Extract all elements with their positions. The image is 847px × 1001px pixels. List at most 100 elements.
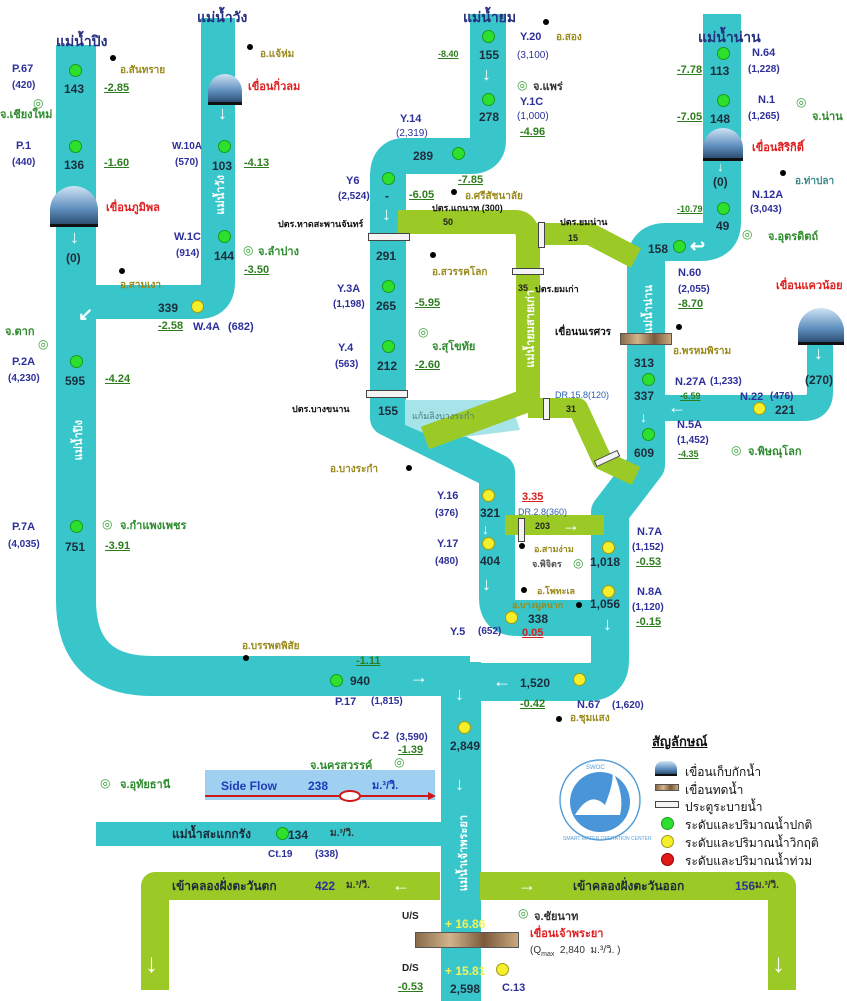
status-normal-dot bbox=[382, 280, 395, 293]
ping-river-title: แม่น้ำปิง bbox=[56, 33, 108, 49]
district-dot bbox=[576, 602, 582, 608]
west-diversion-unit: ม.³/วิ. bbox=[346, 880, 370, 891]
district-dot bbox=[780, 170, 786, 176]
status-normal-dot bbox=[382, 340, 395, 353]
station-n1: N.1 bbox=[758, 94, 776, 106]
yom-nan-canal bbox=[528, 223, 642, 268]
station-y14: Y.14 bbox=[400, 113, 422, 125]
station-n12a-flow: 49 bbox=[716, 219, 730, 233]
status-normal-dot bbox=[70, 520, 83, 533]
yom-kao-gate-label: ปตร.ยมเก่า bbox=[535, 284, 579, 294]
station-w10a-level: -4.13 bbox=[244, 157, 270, 169]
nan-river-vertical-label: แม่น้ำน่าน bbox=[643, 285, 655, 335]
station-w4a-capacity: (682) bbox=[228, 321, 254, 333]
station-ct19-flow: 134 bbox=[288, 828, 309, 842]
station-n64-capacity: (1,228) bbox=[748, 64, 780, 75]
station-p2a-capacity: (4,230) bbox=[8, 373, 40, 384]
district-phrom-phiram: อ.พรหมพิราม bbox=[673, 346, 732, 357]
station-w1c-level: -3.50 bbox=[244, 264, 270, 276]
district-bang-rakam: อ.บางระกำ bbox=[330, 464, 379, 475]
arrow-down-icon: ↓ bbox=[603, 614, 612, 634]
status-critical-dot bbox=[482, 537, 495, 550]
station-w4a-level: -2.58 bbox=[158, 320, 184, 332]
arrow-down-icon: ↓ bbox=[455, 774, 464, 794]
station-n5a-capacity: (1,452) bbox=[677, 435, 709, 446]
province-icon: ◎ bbox=[796, 95, 807, 109]
status-critical-dot bbox=[191, 300, 204, 313]
station-y20-flow: 155 bbox=[479, 48, 500, 62]
station-y5-flow: 338 bbox=[528, 612, 549, 626]
station-y16-level: 3.35 bbox=[522, 491, 544, 503]
station-n1-capacity: (1,265) bbox=[748, 111, 780, 122]
legend-storage-dam-icon bbox=[655, 761, 677, 776]
status-critical-dot bbox=[602, 585, 615, 598]
station-y3a-capacity: (1,198) bbox=[333, 299, 365, 310]
station-w1c-flow: 144 bbox=[214, 249, 235, 263]
east-diversion-label: เข้าคลองฝั่งตะวันออก bbox=[573, 879, 685, 893]
yom-river-title: แม่น้ำยม bbox=[463, 9, 517, 25]
station-p1-flow: 136 bbox=[64, 158, 85, 172]
west-diversion-label: เข้าคลองฝั่งตะวันตก bbox=[172, 879, 277, 893]
province-nan: จ.น่าน bbox=[812, 111, 843, 123]
district-bang-mun-nak: อ.บางมูลนาก bbox=[512, 600, 564, 610]
yom-kao-flow: 35 bbox=[518, 283, 529, 293]
qmax-prefix: (Q bbox=[530, 945, 542, 956]
yom-nan-flow: 15 bbox=[568, 233, 579, 243]
status-critical-dot bbox=[482, 489, 495, 502]
station-c2-capacity: (3,590) bbox=[396, 732, 428, 743]
station-p67-level: -2.85 bbox=[104, 82, 130, 94]
province-icon: ◎ bbox=[418, 325, 429, 339]
bhumibol-dam-label: เขื่อนภูมิพล bbox=[106, 202, 160, 214]
station-y6-level: -6.05 bbox=[409, 189, 435, 201]
station-n7a-flow: 1,018 bbox=[590, 555, 621, 569]
province-icon: ◎ bbox=[38, 337, 49, 351]
qmax-sub: max bbox=[541, 951, 555, 958]
status-critical-dot bbox=[496, 963, 509, 976]
province-icon: ◎ bbox=[102, 517, 113, 531]
side-flow-value: 238 bbox=[308, 779, 329, 793]
arrow-down-icon: ↓ bbox=[382, 204, 391, 224]
station-y16-capacity: (376) bbox=[435, 508, 459, 519]
east-diversion-unit: ม.³/วิ. bbox=[755, 880, 779, 891]
legend-critical-dot bbox=[661, 835, 674, 848]
nan-river-channel bbox=[470, 14, 741, 701]
station-n5a-flow: 609 bbox=[634, 446, 655, 460]
swoc-logo bbox=[559, 759, 641, 841]
station-p17-capacity: (1,815) bbox=[371, 696, 403, 707]
province-lampang: จ.ลำปาง bbox=[258, 246, 299, 258]
side-flow-unit: ม.³/วิ. bbox=[372, 780, 399, 792]
legend-flood: ระดับและปริมาณน้ำท่วม bbox=[685, 854, 813, 868]
station-y4-capacity: (563) bbox=[335, 359, 359, 370]
station-c2: C.2 bbox=[372, 730, 390, 742]
legend-diversion-dam-icon bbox=[655, 784, 679, 791]
station-w10a-flow: 103 bbox=[212, 159, 233, 173]
station-n22: N.22 bbox=[740, 391, 764, 403]
district-si-satchanalai: อ.ศรีสัชนาลัย bbox=[465, 191, 523, 202]
province-phitsanulok: จ.พิษณุโลก bbox=[748, 446, 802, 458]
status-normal-dot bbox=[717, 202, 730, 215]
station-y3a-flow: 265 bbox=[376, 299, 397, 313]
station-n8a: N.8A bbox=[637, 586, 663, 598]
district-sawankhalok: อ.สวรรคโลก bbox=[432, 267, 488, 278]
district-dot bbox=[247, 44, 253, 50]
province-uthai-thani: จ.อุทัยธานี bbox=[120, 779, 171, 791]
station-p2a-level: -4.24 bbox=[105, 373, 131, 385]
station-y1c-capacity: (1,000) bbox=[517, 111, 549, 122]
province-nakhon-sawan: จ.นครสวรรค์ bbox=[310, 760, 373, 772]
station-n5a: N.5A bbox=[677, 419, 703, 431]
station-n60-level: -8.70 bbox=[678, 298, 704, 310]
station-n60: N.60 bbox=[678, 267, 702, 279]
district-dot bbox=[451, 189, 457, 195]
qmax-unit: ม.³/วิ. ) bbox=[590, 945, 621, 956]
station-y20: Y.20 bbox=[520, 31, 542, 43]
east-diversion-value: 156 bbox=[735, 879, 756, 893]
arrow-down-icon: ↓ bbox=[482, 64, 491, 84]
yom-nan-gate-label: ปตร.ยมน่าน bbox=[560, 217, 608, 227]
kaenat-flow: 50 bbox=[443, 217, 454, 227]
station-y14-level: -7.85 bbox=[458, 174, 484, 186]
arrow-down-icon: ↓ bbox=[814, 343, 823, 363]
district-dot bbox=[406, 465, 412, 471]
arrow-down-icon: ↓ bbox=[482, 521, 489, 537]
storage-dam-icon bbox=[50, 186, 98, 227]
district-sam-ngam: อ.สามง่าม bbox=[534, 544, 574, 554]
